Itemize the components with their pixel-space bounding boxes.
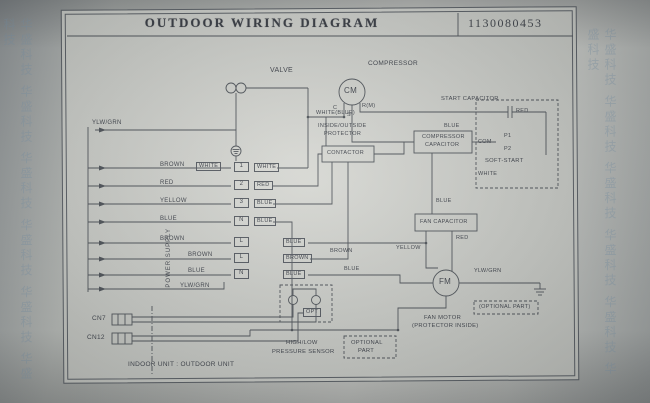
wire-label-blue-4: BLUE	[160, 216, 177, 222]
compressor-capacitor-label-line1: COMPRESSOR	[422, 134, 465, 140]
wire-label-blue-7: BLUE	[188, 268, 205, 274]
wire-label-ylwgrn-8: YLW/GRN	[180, 283, 210, 289]
wire-label-yellow-3: YELLOW	[160, 198, 187, 204]
ylwgrn-top-label: YLW/GRN	[92, 120, 122, 126]
fan-yellow-label: YELLOW	[396, 245, 421, 251]
compressor-terminal-s-label: S	[347, 112, 351, 118]
compressor-capacitor-label-line2: CAPACITOR	[425, 142, 460, 148]
wire-label-brown-1: BROWN	[160, 162, 185, 168]
wire-label-white-1: WHITE	[196, 162, 222, 171]
cn12-label: CN12	[87, 334, 105, 341]
terminal-2: 2	[234, 180, 249, 190]
terminal-1: 1	[234, 162, 249, 172]
term-wire-blue-2: BLUE	[254, 217, 276, 226]
pressure-sensor-label-line2: PRESSURE SENSOR	[272, 349, 335, 355]
fm-optional-part-label: (OPTIONAL PART)	[479, 304, 531, 310]
fan-motor-symbol-label: FM	[439, 277, 452, 286]
compressor-label: COMPRESSOR	[368, 60, 418, 67]
wire-label-brown-6: BROWN	[188, 252, 213, 258]
compressor-terminal-c-label: C	[333, 105, 338, 111]
p2-label: P2	[504, 146, 512, 152]
cn7-label: CN7	[92, 315, 106, 322]
fan-capacitor-label: FAN CAPACITOR	[420, 219, 468, 225]
fan-red-label: RED	[456, 235, 469, 241]
terminal-n1: N	[234, 216, 249, 226]
term-wire-white: WHITE	[254, 163, 280, 172]
terminal-3: 3	[234, 198, 249, 208]
wire-label-red-2: RED	[160, 180, 174, 186]
term-wire-brown: BROWN	[283, 254, 312, 263]
term-wire-red: RED	[254, 181, 273, 190]
term-wire-blue-3: BLUE	[283, 238, 305, 247]
fan-blue-label: BLUE	[436, 198, 452, 204]
wire-label-brown-5: BROWN	[160, 236, 185, 242]
protector-label-line2: PROTECTOR	[324, 131, 362, 137]
fan-motor-label-line1: FAN MOTOR	[424, 315, 462, 321]
term-wire-blue-4: BLUE	[283, 270, 305, 279]
compressor-terminal-rm-label: R(M)	[362, 103, 376, 109]
fan-motor-label-line2: (PROTECTOR INSIDE)	[412, 323, 479, 329]
compressor-motor-label: CM	[344, 86, 358, 95]
pressure-sensor-label-line1: HIGH/LOW	[286, 340, 318, 346]
soft-start-label: SOFT-START	[485, 158, 524, 164]
contactor-label: CONTACTOR	[327, 150, 365, 156]
valve-label: VALVE	[270, 67, 294, 74]
comp-cap-blue-label: BLUE	[444, 123, 460, 129]
white-blue-label: WHITE(BLUE)	[316, 110, 356, 116]
term-wire-blue-1: BLUE	[254, 199, 276, 208]
protector-label-line1: INSIDE/OUTSIDE	[318, 123, 367, 129]
start-capacitor-label: START CAPACITOR	[441, 96, 499, 102]
terminal-l2: L	[234, 253, 249, 263]
unit-divider-label: INDOOR UNIT : OUTDOOR UNIT	[128, 361, 235, 368]
terminal-n2: N	[234, 269, 249, 279]
terminal-l1: L	[234, 237, 249, 247]
soft-start-white-label: WHITE	[478, 171, 498, 177]
bottom-optional-label-line1: OPTIONAL	[351, 340, 383, 346]
mid-blue-label: BLUE	[344, 266, 360, 272]
page-title: OUTDOOR WIRING DIAGRAM	[144, 15, 380, 30]
p1-label: P1	[504, 133, 512, 139]
fm-ylwgrn-label: YLW/GRN	[474, 268, 502, 274]
part-number: 1130080453	[468, 16, 543, 30]
com-label: COM	[478, 139, 492, 145]
start-cap-red-label: RED	[516, 108, 529, 114]
opt-label: OPT	[303, 308, 322, 317]
bottom-optional-label-line2: PART	[358, 348, 375, 354]
mid-brown-label: BROWN	[330, 248, 353, 254]
